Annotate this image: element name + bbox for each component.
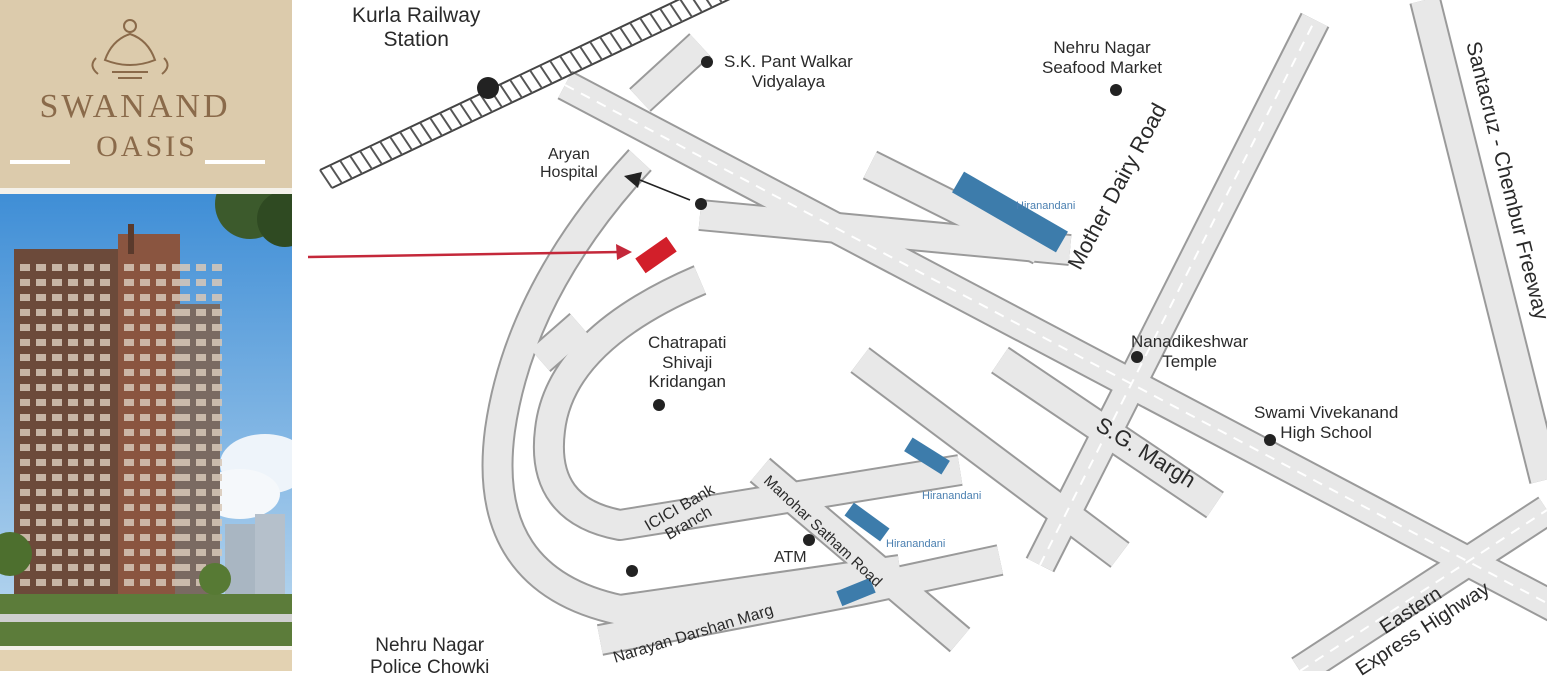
station-marker-icon [477, 77, 499, 99]
sk-pant-dot-icon [701, 56, 713, 68]
hiranandani-label-2: Hiranandani [922, 490, 981, 502]
atm-label: ATM [774, 549, 807, 567]
icici-dot-icon [626, 565, 638, 577]
hiranandani-label-1: Hiranandani [1016, 200, 1075, 212]
project-location-marker-icon [635, 237, 676, 274]
project-logo: SWANAND OASIS [0, 0, 292, 188]
logo-text-line1: SWANAND [0, 88, 270, 126]
project-panel: SWANAND OASIS [0, 0, 292, 671]
building-rendering [0, 194, 292, 646]
market-dot-icon [1110, 84, 1122, 96]
panel-footer-strip [0, 650, 292, 671]
hiranandani-label-3: Hiranandani [886, 538, 945, 550]
hospital-dot-icon [695, 198, 707, 210]
shivaji-dot-icon [653, 399, 665, 411]
logo-text-line2: OASIS [12, 130, 282, 164]
atm-dot-icon [803, 534, 815, 546]
